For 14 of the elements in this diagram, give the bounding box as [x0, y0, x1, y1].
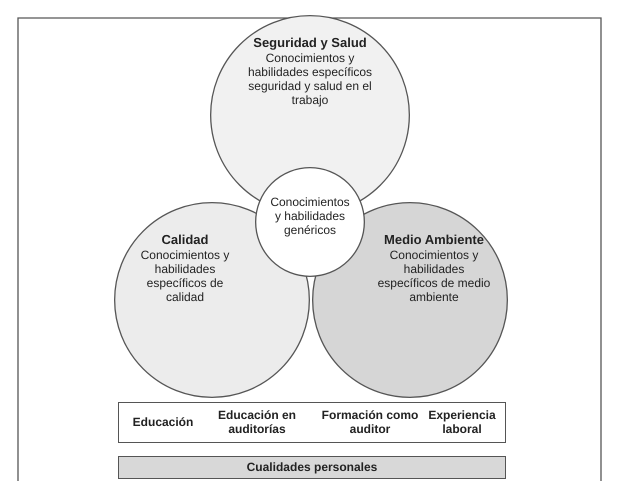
bar-label: Cualidades personales: [246, 460, 378, 474]
bar-label: Educación: [132, 415, 194, 430]
circle-heading: Medio Ambiente: [383, 232, 485, 248]
category-bar: [118, 402, 506, 443]
category-bar: [118, 456, 506, 479]
circle-text: Conocimientos y habilidades genéricos: [269, 195, 351, 237]
circle-text: Conocimientos y habilidades específicos de calidad: [140, 248, 230, 304]
circle-heading: Seguridad y Salud: [252, 35, 368, 51]
circle-heading: Calidad: [160, 232, 210, 248]
circle-text: Conocimientos y habilidades específicos de medio ambiente: [376, 248, 492, 304]
bar-label: Experiencia laboral: [427, 408, 497, 436]
bar-label: Formación como auditor: [320, 408, 420, 436]
bar-label: Educación en auditorías: [216, 408, 298, 436]
circle-text: Conocimientos y habilidades específicos seguridad y salud en el trabajo: [246, 51, 374, 107]
